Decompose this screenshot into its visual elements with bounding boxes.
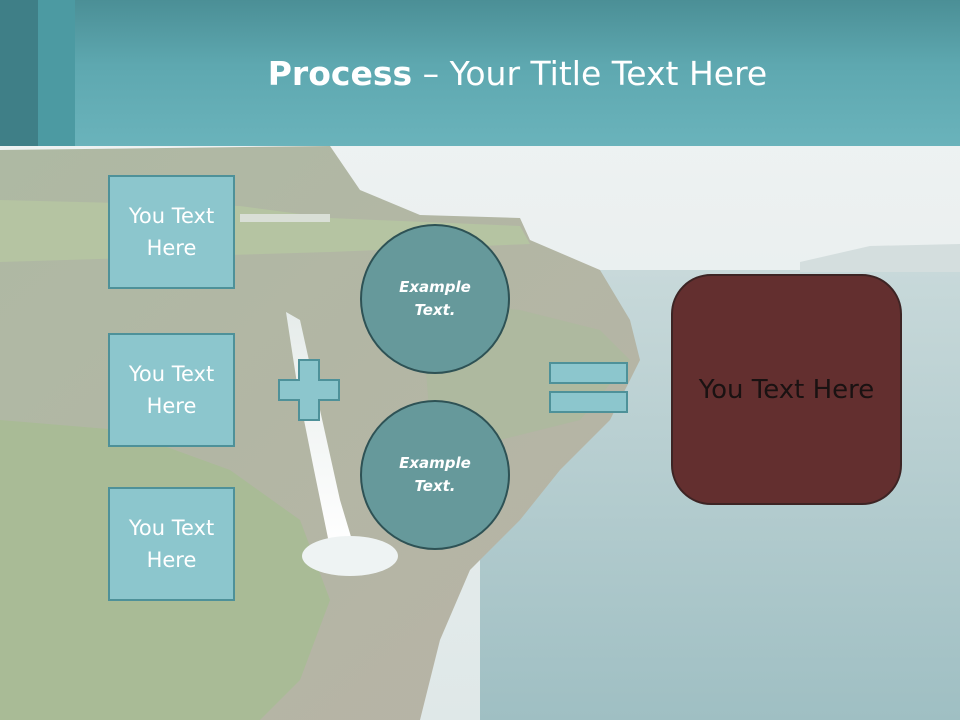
plus-icon	[278, 359, 340, 421]
example-circle-label: Example Text.	[399, 454, 471, 495]
slide-title-rest: – Your Title Text Here	[412, 54, 768, 93]
title-bar-accent-stripe	[38, 0, 75, 146]
input-text-box-label: You Text Here	[128, 516, 215, 572]
input-text-box-1[interactable]: You Text Here	[108, 175, 235, 289]
input-text-box-2[interactable]: You Text Here	[108, 333, 235, 447]
result-text-box[interactable]: You Text Here	[671, 274, 902, 505]
input-text-box-label: You Text Here	[128, 204, 215, 260]
result-text-box-label: You Text Here	[698, 374, 875, 405]
input-text-box-3[interactable]: You Text Here	[108, 487, 235, 601]
example-circle-label: Example Text.	[399, 278, 471, 319]
title-bar: Process – Your Title Text Here	[0, 0, 960, 146]
title-bar-accent-stripe	[0, 0, 38, 146]
equals-icon	[549, 362, 628, 413]
example-circle-1[interactable]: Example Text.	[360, 224, 510, 374]
slide-title-bold: Process	[267, 54, 413, 93]
example-circle-2[interactable]: Example Text.	[360, 400, 510, 550]
input-text-box-label: You Text Here	[128, 362, 215, 418]
slide-title[interactable]: Process – Your Title Text Here	[75, 52, 960, 96]
